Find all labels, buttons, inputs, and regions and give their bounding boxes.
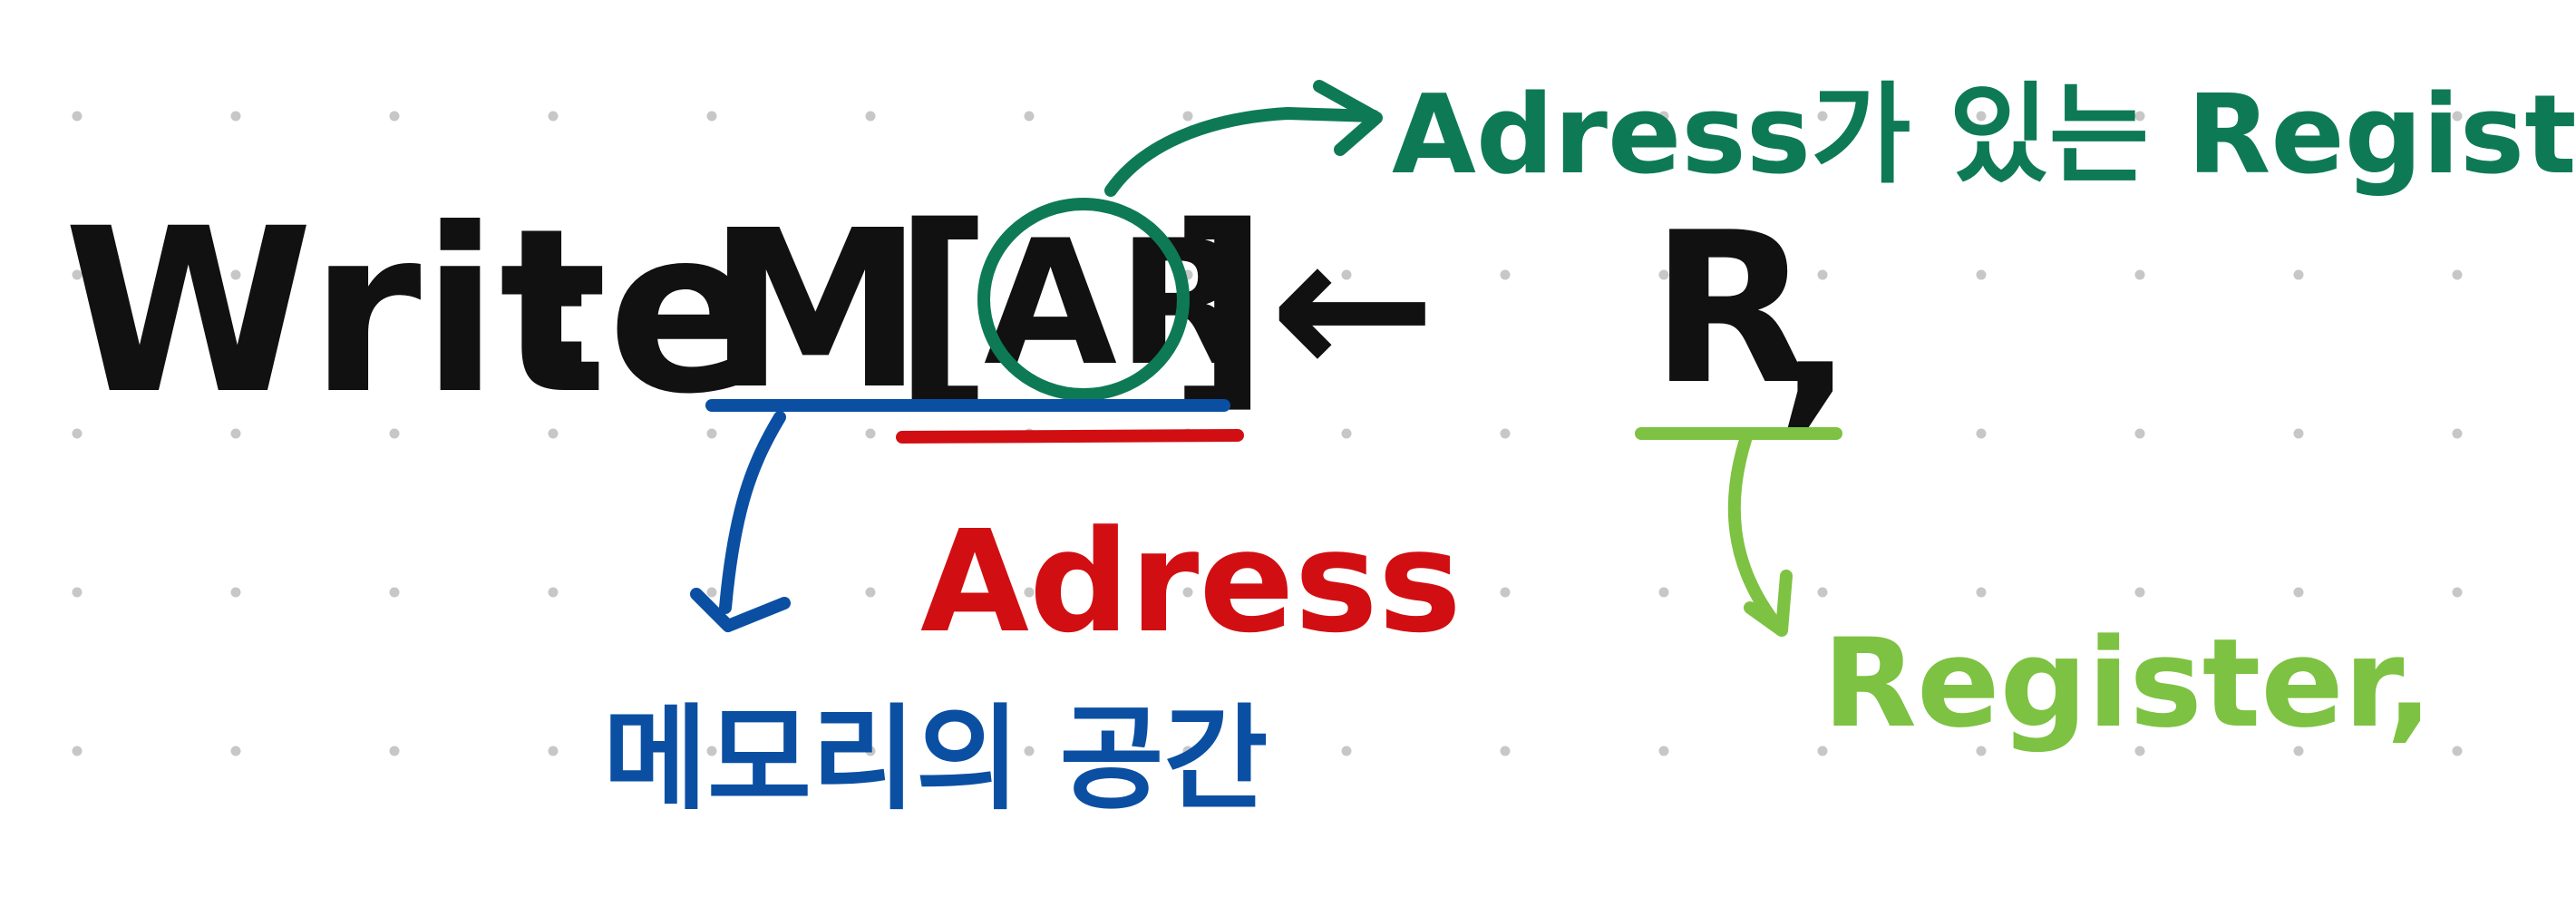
grid-dot: [548, 587, 559, 598]
grid-dot: [1341, 428, 1352, 439]
grid-dot: [72, 587, 83, 598]
grid-dot: [389, 587, 400, 598]
ar-arrow-head: [1313, 80, 1383, 156]
grid-dot: [548, 269, 559, 280]
grid-dot: [1341, 587, 1352, 598]
grid-dot: [2134, 428, 2145, 439]
grid-dot: [2293, 111, 2304, 122]
grid-dot: [1817, 746, 1828, 756]
grid-dot: [72, 111, 83, 122]
formula-write-line: Write : M [ AR ] ← R ,: [63, 179, 1853, 446]
grid-dot: [1341, 269, 1352, 280]
grid-dot: [389, 269, 400, 280]
address-label: Adress: [920, 500, 1462, 664]
grid-dot: [1341, 746, 1352, 756]
grid-dot: [1817, 587, 1828, 598]
grid-dot: [1817, 269, 1828, 280]
memory-arrow-head: [690, 588, 791, 632]
grid-dot: [2134, 587, 2145, 598]
grid-dot: [2134, 111, 2145, 122]
grid-dot: [2452, 111, 2463, 122]
grid-dot: [2293, 587, 2304, 598]
grid-dot: [1976, 746, 1987, 756]
ar-register-letters: AR: [984, 203, 1249, 404]
address-underline: [896, 429, 1244, 444]
grid-dot: [72, 746, 83, 756]
grid-dot: [1976, 269, 1987, 280]
grid-dot: [1500, 587, 1511, 598]
colon-symbol: :: [521, 189, 605, 431]
grid-dot: [230, 428, 241, 439]
grid-dot: [706, 269, 717, 280]
grid-dot: [548, 111, 559, 122]
register-label: Register,: [1823, 612, 2433, 755]
grid-dot: [706, 428, 717, 439]
memory-m-letter: M: [707, 183, 924, 437]
grid-dot: [706, 587, 717, 598]
grid-dot: [1024, 111, 1035, 122]
grid-dot: [1500, 269, 1511, 280]
grid-dot: [389, 428, 400, 439]
grid-dot: [2293, 269, 2304, 280]
ar-to-label-arrow: [1104, 107, 1380, 197]
grid-dot: [2452, 428, 2463, 439]
grid-dot: [2293, 746, 2304, 756]
ar-circle: [977, 198, 1190, 401]
grid-dot: [1024, 269, 1035, 280]
grid-dot: [1658, 269, 1669, 280]
grid-dot: [389, 746, 400, 756]
grid-dot: [230, 111, 241, 122]
memory-arrow: [719, 411, 786, 614]
memory-space-label: 메모리의 공간: [603, 694, 1269, 825]
assign-arrow: ←: [1269, 191, 1436, 424]
grid-dot: [706, 111, 717, 122]
open-bracket: [: [893, 179, 993, 433]
grid-dot: [865, 269, 876, 280]
grid-dot: [865, 111, 876, 122]
register-arrow: [1727, 434, 1784, 632]
grid-dot: [230, 746, 241, 756]
grid-dot: [1182, 587, 1193, 598]
grid-dot: [1976, 428, 1987, 439]
grid-dot: [2452, 746, 2463, 756]
grid-dot: [865, 428, 876, 439]
grid-dot: [1182, 746, 1193, 756]
trailing-comma: ,: [1777, 214, 1853, 446]
grid-dot: [1024, 746, 1035, 756]
grid-dot: [1976, 111, 1987, 122]
grid-dot: [2293, 428, 2304, 439]
grid-dot: [548, 746, 559, 756]
grid-dot: [1658, 111, 1669, 122]
memory-underline-group: [690, 399, 1230, 632]
register-r-letter: R: [1650, 189, 1811, 431]
register-underline-group: [1635, 427, 1842, 637]
grid-dot: [1500, 111, 1511, 122]
grid-dot: [2452, 269, 2463, 280]
grid-dot: [706, 746, 717, 756]
ar-highlight: [977, 80, 1383, 401]
grid-dot: [230, 269, 241, 280]
grid-dot: [548, 428, 559, 439]
grid-dot: [1658, 587, 1669, 598]
grid-dot: [1817, 111, 1828, 122]
grid-dot: [865, 587, 876, 598]
grid-dot: [72, 269, 83, 280]
grid-dot: [2134, 746, 2145, 756]
grid-dot: [1658, 746, 1669, 756]
register-arrow-head: [1744, 570, 1793, 637]
grid-dot: [230, 587, 241, 598]
grid-dot: [1976, 587, 1987, 598]
grid-dot: [1500, 428, 1511, 439]
ar-meaning-label: Adress가 있는 Register: [1392, 73, 2576, 199]
grid-dot: [2134, 269, 2145, 280]
grid-dot: [865, 746, 876, 756]
grid-dot: [2452, 587, 2463, 598]
grid-dot: [389, 111, 400, 122]
grid-dot: [72, 428, 83, 439]
write-word: Write: [63, 180, 761, 444]
grid-dot: [1182, 111, 1193, 122]
grid-dot: [1024, 587, 1035, 598]
grid-dot: [1500, 746, 1511, 756]
